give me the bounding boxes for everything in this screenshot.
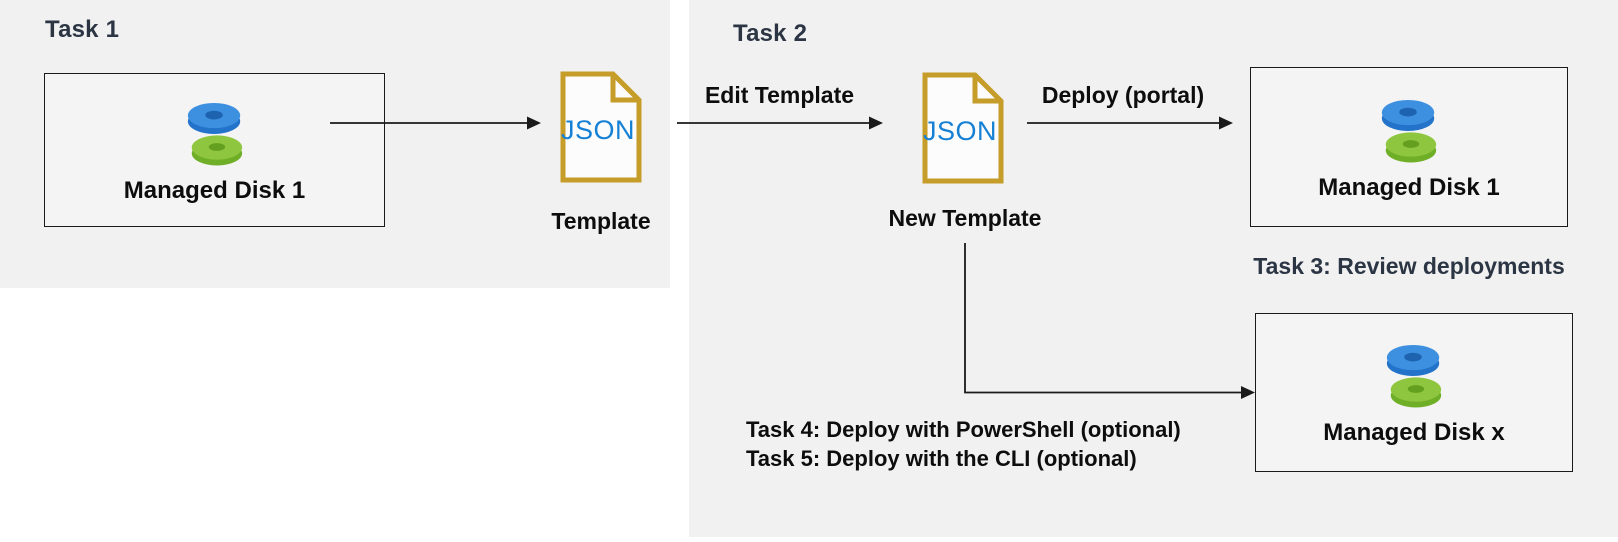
edit-template-edge-label: Edit Template bbox=[704, 82, 855, 108]
task4-annotation-line: Task 4: Deploy with PowerShell (optional… bbox=[746, 417, 1181, 442]
task4-task5-annotation: Task 4: Deploy with PowerShell (optional… bbox=[746, 415, 1181, 473]
task5-annotation-line: Task 5: Deploy with the CLI (optional) bbox=[746, 446, 1137, 471]
task2-title: Task 2 bbox=[733, 20, 808, 47]
task3-annotation: Task 3: Review deployments bbox=[1253, 253, 1565, 279]
template-caption: Template bbox=[551, 208, 651, 234]
managed-disk-1-deployed-box: Managed Disk 1 bbox=[1250, 67, 1568, 227]
json-file-text: JSON bbox=[560, 115, 635, 145]
deploy-portal-edge-label: Deploy (portal) bbox=[1041, 82, 1205, 108]
managed-disk-1-source-label: Managed Disk 1 bbox=[123, 176, 306, 204]
task1-title: Task 1 bbox=[45, 16, 120, 43]
new-template-caption: New Template bbox=[888, 205, 1042, 231]
managed-disk-1-deployed-label: Managed Disk 1 bbox=[1318, 173, 1500, 201]
managed-disk-icon bbox=[184, 96, 246, 170]
managed-disk-x-label: Managed Disk x bbox=[1323, 419, 1505, 447]
template-json-file-icon: JSON bbox=[556, 67, 646, 187]
managed-disk-x-box: Managed Disk x bbox=[1255, 313, 1573, 472]
new-template-json-file-icon: JSON bbox=[918, 68, 1008, 188]
json-file-text: JSON bbox=[922, 116, 997, 146]
managed-disk-icon bbox=[1378, 93, 1440, 167]
managed-disk-icon bbox=[1383, 338, 1445, 412]
managed-disk-1-source-box: Managed Disk 1 bbox=[44, 73, 385, 227]
